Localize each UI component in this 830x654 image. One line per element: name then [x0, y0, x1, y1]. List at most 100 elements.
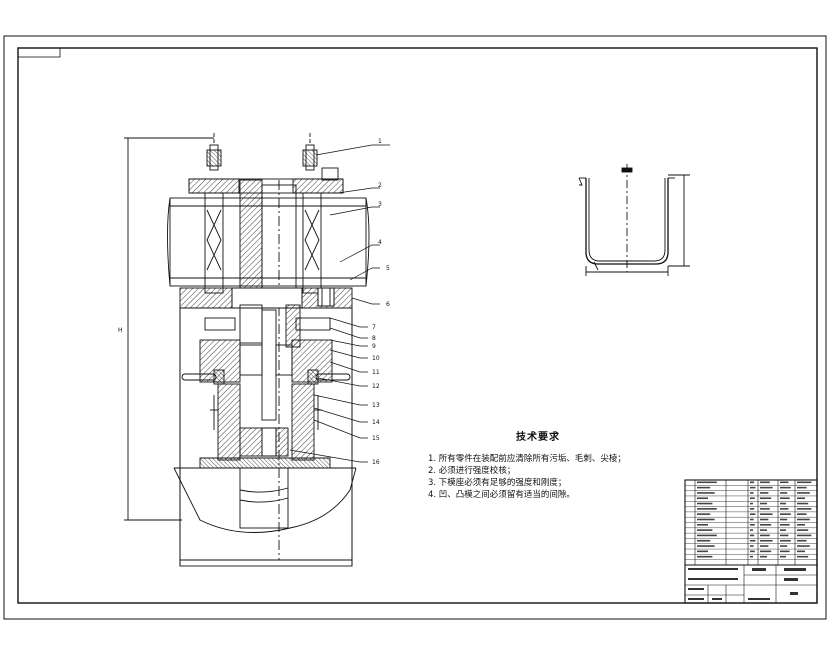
parts-list-cell-mark [750, 486, 756, 489]
parts-list-cell-mark [750, 539, 756, 542]
parts-list-cell-mark [750, 508, 755, 510]
parts-list-cell-mark [780, 497, 790, 500]
parts-list-cell-mark [780, 555, 786, 558]
parts-list-cell-mark [780, 518, 788, 521]
parts-list-cell-mark [697, 481, 717, 484]
parts-list-cell-mark [697, 529, 713, 531]
parts-list-cell-mark [760, 518, 769, 521]
inner-frame [17, 47, 818, 604]
parts-list-cell-mark [797, 518, 810, 521]
callout-7: 7 [372, 324, 376, 331]
parts-list-cell-mark [780, 492, 788, 494]
parts-list-cell-mark [697, 524, 708, 526]
parts-list-cell-mark [797, 524, 805, 526]
parts-list-cell-mark [797, 497, 805, 500]
parts-list-cell-mark [697, 486, 711, 489]
parts-list-cell-mark [750, 518, 754, 521]
parts-list-cell-mark [760, 545, 769, 547]
parts-list-cell-mark [750, 492, 754, 494]
parts-list-cell-mark [797, 550, 805, 553]
callout-16: 16 [372, 459, 380, 466]
die-assembly-view: H [118, 133, 370, 567]
parts-list-cell-mark [750, 545, 754, 547]
parts-list-cell-mark [780, 524, 790, 526]
corner-tag [17, 47, 61, 58]
parts-list-cell-mark [760, 508, 770, 510]
parts-list-cell-mark [780, 486, 791, 489]
parts-list-cell-mark [750, 481, 755, 484]
parts-list-cell-mark [780, 534, 789, 537]
tech-note-3: 3. 下模座必须有足够的强度和刚度； [428, 478, 567, 488]
parts-list-cell-mark [697, 555, 713, 558]
callout-10: 10 [372, 355, 380, 362]
parts-list-cell-mark [797, 513, 807, 515]
parts-list-cell-mark [697, 497, 708, 500]
parts-list-cell-mark [697, 534, 717, 537]
callout-6: 6 [386, 301, 390, 308]
parts-list-cell-mark [697, 508, 717, 510]
callout-4: 4 [378, 239, 382, 246]
callout-14: 14 [372, 419, 380, 426]
parts-list-cell-mark [797, 481, 812, 484]
callout-8: 8 [372, 335, 376, 342]
parts-list-cell-mark [750, 513, 756, 515]
parts-list-cell-mark [760, 529, 767, 531]
tech-note-1: 1. 所有零件在装配前应清除所有污垢、毛刺、尖棱； [428, 454, 626, 464]
parts-list-cell-mark [797, 529, 809, 531]
parts-list-cell-mark [797, 492, 810, 494]
parts-list-cell-mark [750, 524, 755, 526]
parts-list-cell-mark [750, 550, 755, 553]
parts-list-cell-mark [760, 534, 770, 537]
title-block-text-marks [688, 568, 806, 600]
callout-2: 2 [378, 182, 382, 189]
parts-list-cell-mark [797, 539, 807, 542]
parts-list-cell-mark [750, 529, 753, 531]
parts-list-cell-mark [780, 550, 790, 553]
callout-12: 12 [372, 383, 380, 390]
parts-list-cell-mark [780, 502, 786, 505]
parts-list-cell-mark [760, 502, 767, 505]
parts-list-cell-mark [760, 492, 769, 494]
parts-list-cell-mark [780, 529, 786, 531]
parts-list-cell-mark [697, 545, 715, 547]
parts-list-cell-mark [797, 534, 812, 537]
parts-list-cell-mark [760, 524, 772, 526]
callout-9: 9 [372, 343, 376, 350]
callout-1: 1 [378, 138, 382, 145]
parts-list-cell-mark [750, 502, 753, 505]
parts-list-cell-mark [760, 555, 767, 558]
parts-list-cell-mark [797, 486, 807, 489]
parts-list-cell-mark [797, 545, 810, 547]
parts-list-cell-mark [760, 497, 772, 500]
parts-list-cell-mark [760, 539, 773, 542]
parts-list-cell-mark [797, 555, 809, 558]
parts-list-cell-mark [750, 497, 755, 500]
parts-list-cell-mark [797, 502, 809, 505]
parts-list-cell-mark [697, 513, 711, 515]
parts-list-cell-mark [780, 508, 789, 510]
callout-3: 3 [378, 201, 382, 208]
parts-list-cell-mark [760, 550, 772, 553]
tech-note-2: 2. 必须进行强度校核； [428, 466, 516, 476]
parts-list-cell-mark [780, 545, 788, 547]
callout-15: 15 [372, 435, 380, 442]
parts-list-cell-mark [760, 481, 770, 484]
parts-list-rows [685, 481, 817, 560]
parts-list-cell-mark [760, 513, 773, 515]
outer-frame [3, 35, 827, 620]
callout-labels: 1 2 3 4 5 6 7 8 9 10 11 12 13 14 15 16 [372, 138, 390, 466]
callout-11: 11 [372, 369, 380, 376]
parts-list-cell-mark [697, 550, 708, 553]
parts-list-cell-mark [780, 513, 791, 515]
parts-list-cell-mark [697, 518, 715, 521]
callout-5: 5 [386, 265, 390, 272]
parts-list-cell-mark [760, 486, 773, 489]
parts-list-cell-mark [697, 539, 711, 542]
callout-leaders [289, 144, 390, 463]
workpiece-detail [578, 164, 690, 276]
parts-list-cell-mark [750, 555, 753, 558]
parts-list-cell-mark [697, 502, 713, 505]
parts-list-cell-mark [750, 534, 755, 537]
parts-list-cell-mark [797, 508, 812, 510]
